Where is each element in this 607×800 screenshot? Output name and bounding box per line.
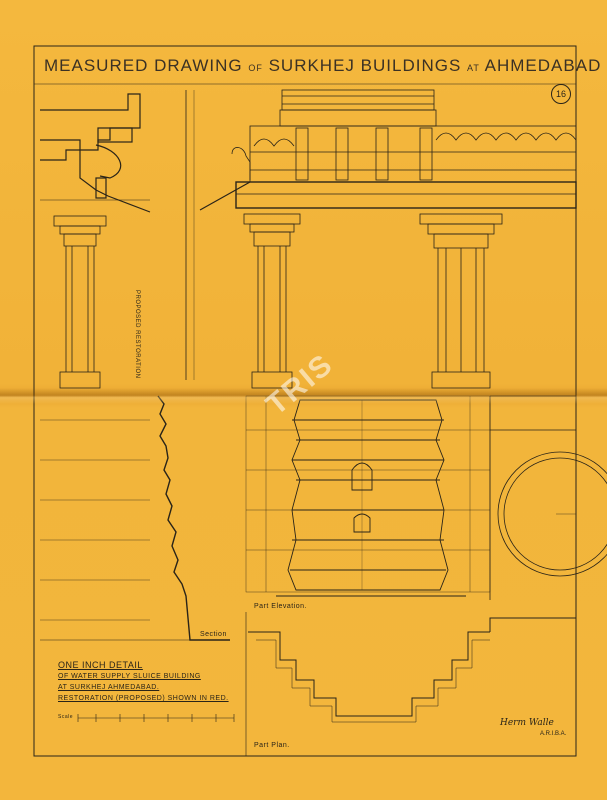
column-left [40,199,150,389]
sheet-number: 16 [551,84,571,104]
scale-label: Scale [58,714,74,720]
caption-line-2: OF WATER SUPPLY SLUICE BUILDING [58,673,201,680]
section-label: Section [200,631,227,638]
signature-credentials: A.R.I.B.A. [540,731,567,737]
title-at: AT [467,63,480,73]
cornice-section [40,93,151,213]
title-subject: SURKHEJ BUILDINGS [268,56,462,75]
section-profile [40,395,230,641]
title-place: AHMEDABAD [484,56,602,75]
masonry-grid [245,395,491,593]
drawing-caption: ONE INCH DETAIL OF WATER SUPPLY SLUICE B… [58,660,248,704]
proposed-restoration-label: PROPOSED RESTORATION [134,290,140,379]
column-right [419,213,503,389]
caption-line-3: AT SURKHEJ AHMEDABAD. [58,684,160,691]
title-main: MEASURED DRAWING [44,56,243,75]
caption-line-1: ONE INCH DETAIL [58,660,143,670]
title-of: OF [248,63,263,73]
column-centre [243,213,301,389]
sluice-tower [276,399,466,597]
part-elevation-label: Part Elevation. [254,603,308,610]
part-plan [245,612,576,756]
caption-line-4: RESTORATION (PROPOSED) SHOWN IN RED. [58,695,229,702]
signature: Herm Walle [500,718,554,728]
masonry-hatch [40,419,150,621]
drawing-title: MEASURED DRAWING OF SURKHEJ BUILDINGS AT… [44,56,600,76]
sheet-border [33,45,577,757]
scale-bar [77,714,235,722]
circular-plan [489,395,607,600]
balcony-elevation [199,89,577,211]
paper-fold [0,388,607,404]
part-plan-label: Part Plan. [254,742,290,749]
